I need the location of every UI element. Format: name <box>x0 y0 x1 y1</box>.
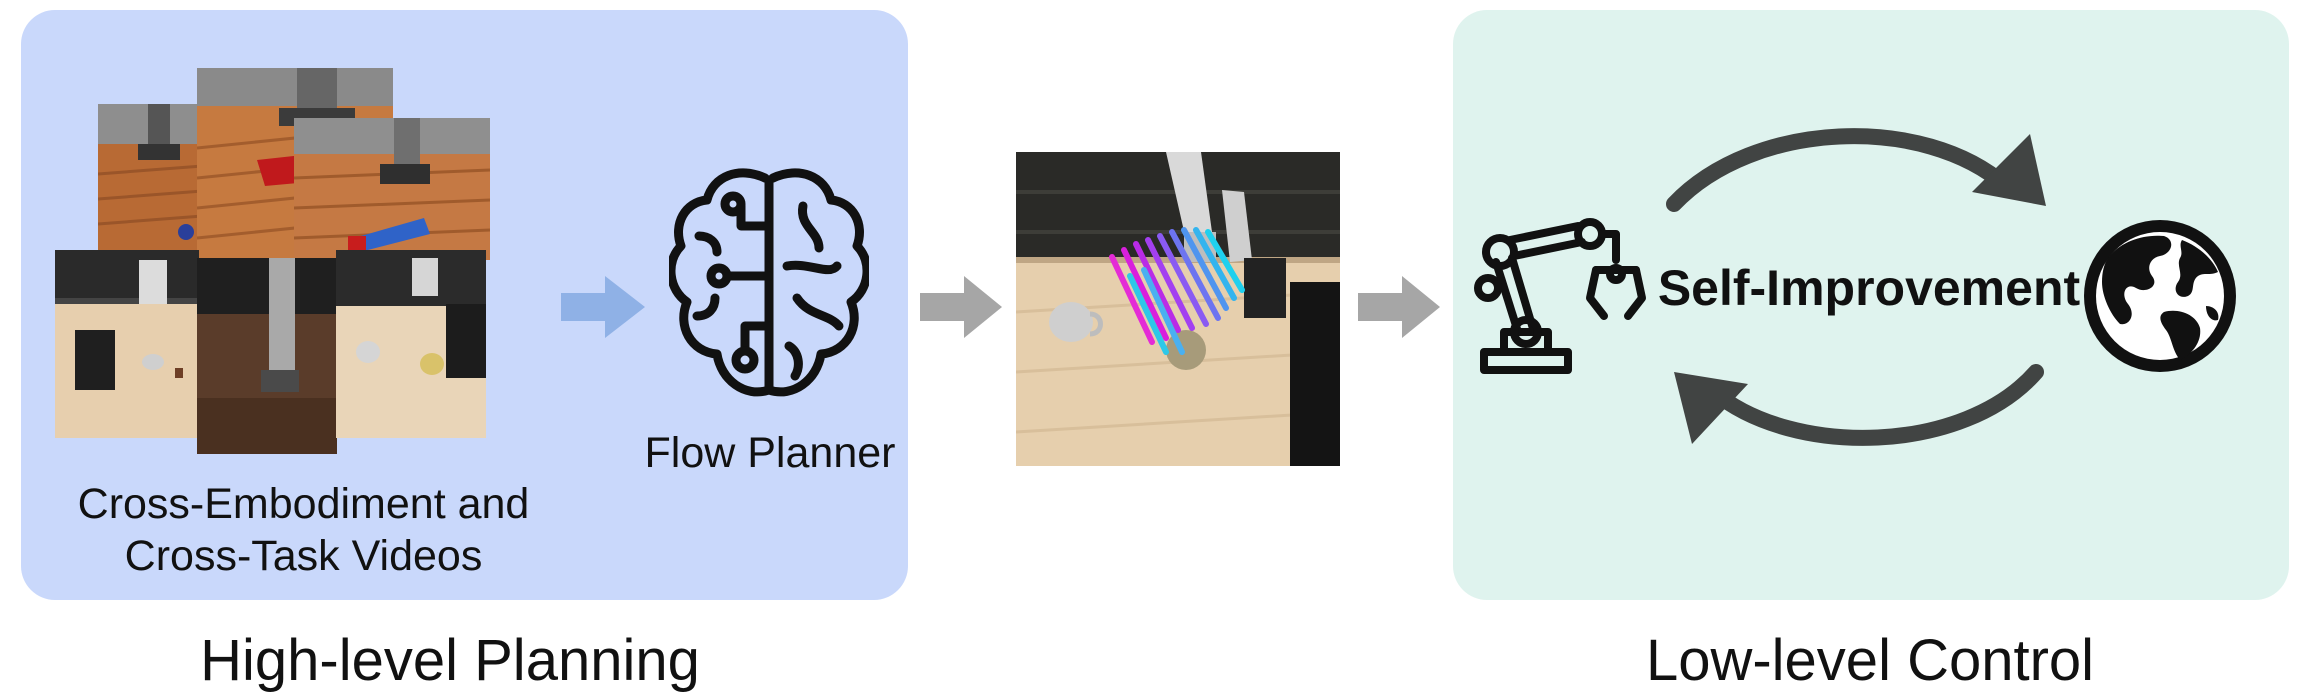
gray-arrow-icon <box>920 276 1002 338</box>
curved-arrow-forward-icon <box>1666 128 2046 212</box>
videos-caption: Cross-Embodiment and Cross-Task Videos <box>21 478 586 582</box>
flow-planner-label: Flow Planner <box>644 429 896 477</box>
gray-arrow-icon <box>1358 276 1440 338</box>
globe-icon <box>2084 220 2236 372</box>
curved-arrow-back-icon <box>1674 364 2044 446</box>
high-level-planning-caption: High-level Planning <box>200 628 700 693</box>
video-thumbnail-kitchen-3 <box>336 250 486 438</box>
videos-caption-line-1: Cross-Embodiment and <box>77 480 530 528</box>
video-thumbnail-kitchen-2 <box>197 258 337 454</box>
videos-caption-line-2: Cross-Task Videos <box>124 532 483 580</box>
flow-prediction-image <box>1016 152 1340 466</box>
blue-arrow-icon <box>561 276 645 338</box>
low-level-control-caption: Low-level Control <box>1645 628 2095 693</box>
brain-circuit-icon <box>669 168 869 397</box>
self-improvement-label: Self-Improvement <box>1657 260 2081 316</box>
robot-arm-icon <box>1474 218 1646 374</box>
video-thumbnail-kitchen-1 <box>55 250 199 438</box>
video-thumbnail-wood-table-3 <box>294 118 490 260</box>
